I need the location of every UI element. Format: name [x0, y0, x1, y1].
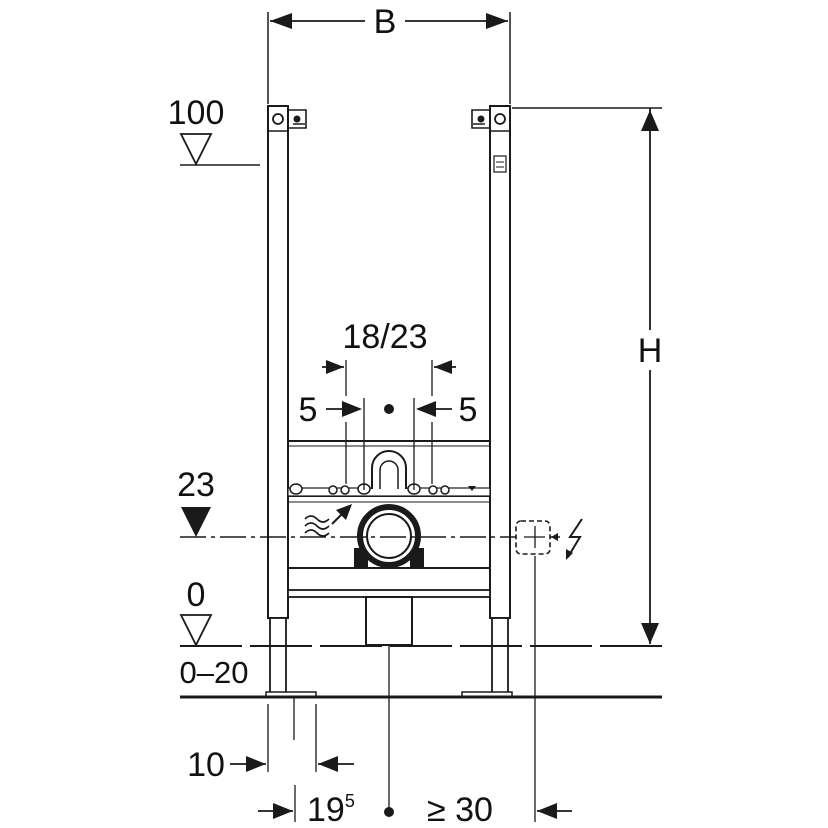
min-clearance-label: ≥ 30 — [427, 791, 493, 828]
drain-pipe — [365, 596, 413, 646]
pipe-offset-label: 195 — [307, 791, 355, 828]
offset-left-label: 5 — [299, 391, 318, 429]
bolt-hole-icon — [272, 113, 284, 125]
fixing-hole-icon — [440, 485, 450, 495]
level-triangle-open-icon — [179, 133, 213, 167]
level-top-label: 100 — [168, 94, 225, 132]
arrow-down-icon — [641, 623, 659, 644]
label-plate — [493, 155, 507, 173]
level-triangle-filled-icon — [181, 507, 211, 537]
level-waste-label: 23 — [177, 466, 215, 504]
right-foot — [491, 617, 509, 697]
fixing-hole-icon — [340, 485, 350, 495]
level-floor-label: 0 — [187, 576, 206, 614]
electrical-box — [515, 518, 583, 560]
bolt-hole-icon — [494, 113, 506, 125]
center-point-icon — [384, 404, 394, 414]
left-foot — [269, 617, 287, 697]
water-wave-icon — [304, 504, 352, 537]
level-triangle-open-icon — [179, 614, 213, 648]
offset-right-label: 5 — [459, 391, 478, 429]
supply-bend — [371, 450, 407, 489]
foot-dimension: 10 — [187, 697, 354, 784]
height-label: H — [638, 332, 663, 370]
lightning-icon — [567, 518, 583, 558]
waste-pipe-connector — [354, 504, 424, 568]
fixing-hole-icon — [328, 485, 338, 495]
lower-crossbar — [287, 589, 491, 598]
pipe-offset-superscript: 5 — [345, 791, 355, 811]
spacing-label: 18/23 — [342, 318, 427, 356]
height-dimension: H — [512, 107, 663, 644]
foot-offset-label: 10 — [187, 746, 225, 784]
pipe-offset-main: 19 — [307, 791, 345, 828]
level-0-marker: 0 0–20 — [179, 576, 662, 699]
center-point-icon — [384, 807, 394, 817]
mounting-frame — [265, 105, 513, 698]
fixing-hole-icon — [428, 485, 438, 495]
arrow-up-icon — [641, 110, 659, 131]
width-label: B — [374, 3, 397, 41]
pipe-offset-dimension: 195 ≥ 30 — [258, 556, 572, 828]
arrow-left-icon — [270, 13, 292, 29]
level-100-marker: 100 — [168, 94, 260, 167]
width-dimension: B — [267, 3, 511, 104]
level-range-label: 0–20 — [180, 655, 249, 690]
connection-spacing-dimension: 18/23 5 5 — [299, 318, 478, 490]
arrow-right-icon — [486, 13, 508, 29]
level-23-marker: 23 — [177, 466, 560, 538]
